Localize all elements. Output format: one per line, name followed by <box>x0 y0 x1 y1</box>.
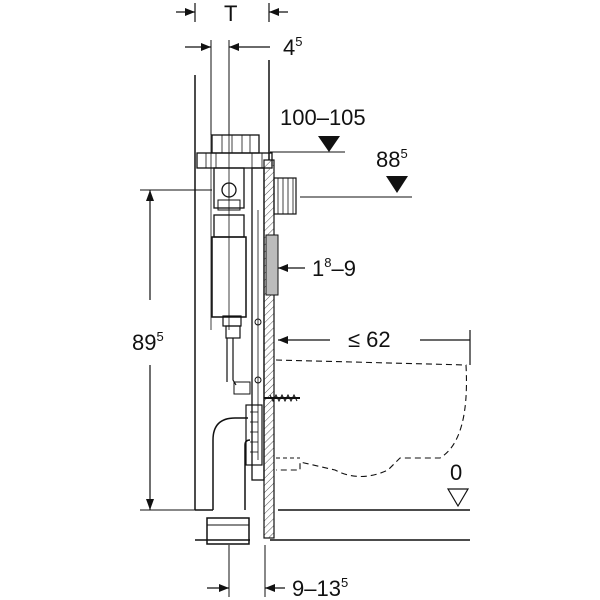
flush-pipe <box>226 338 251 395</box>
level-marker-top <box>318 136 340 152</box>
label-t: T <box>224 1 237 26</box>
label-inlet: 885 <box>376 146 408 172</box>
label-bowl-projection: ≤ 62 <box>348 327 391 352</box>
label-frame-height: 100–105 <box>280 105 366 130</box>
mounting-bolt <box>264 393 300 403</box>
dimension-bottom: 9–135 <box>207 545 348 600</box>
toilet-bowl <box>275 359 467 478</box>
drain-bend <box>206 404 263 545</box>
frame-top <box>196 134 273 169</box>
dimension-floor-level: 0 <box>446 460 470 508</box>
label-offset: 45 <box>283 34 302 60</box>
label-height: 895 <box>132 329 164 355</box>
level-marker-inlet <box>386 176 408 193</box>
label-bottom: 9–135 <box>292 575 348 600</box>
dimension-bowl: ≤ 62 <box>278 327 471 365</box>
dimension-frame-height: 100–105 <box>270 105 366 153</box>
wall-panel <box>263 159 275 539</box>
label-panel: 18–9 <box>312 255 356 281</box>
level-marker-floor <box>446 488 470 508</box>
dimension-t: T <box>176 1 288 26</box>
dimension-inlet: 885 <box>300 146 412 198</box>
dimension-height: 895 <box>132 189 212 511</box>
dimension-panel: 18–9 <box>278 255 356 281</box>
floor <box>195 509 470 541</box>
cistern <box>210 40 247 339</box>
label-floor-level: 0 <box>450 460 462 485</box>
actuator-plate <box>265 234 279 296</box>
water-inlet <box>273 177 297 215</box>
